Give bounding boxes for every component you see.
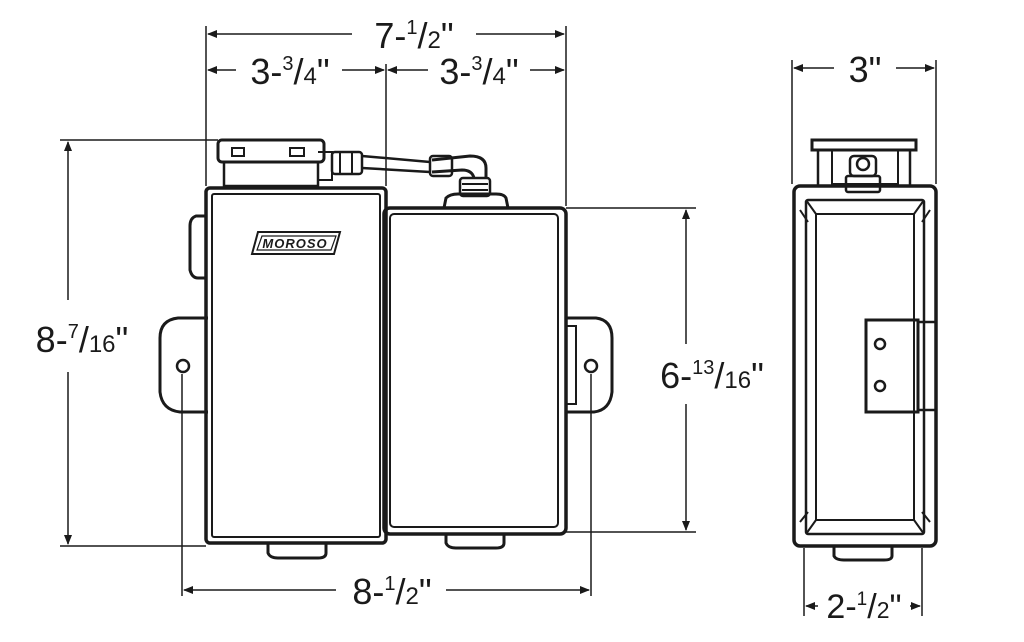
left-tank-body [204, 186, 388, 545]
brand-text: MOROSO [262, 236, 327, 251]
left-tank-inner [211, 193, 381, 538]
sensor-hose [361, 154, 431, 174]
dim-side-bracket: 2-1/2" [826, 588, 901, 626]
dim-overall-height: 8-7/16" [36, 319, 129, 360]
dim-mount-spacing: 8-1/2" [352, 571, 431, 612]
side-mount-bracket [864, 318, 920, 414]
right-mount-tab [566, 316, 614, 414]
front-view: MOROSO [158, 138, 614, 560]
dimension-lines [60, 26, 937, 616]
side-view [792, 138, 938, 562]
top-filler-fitting [442, 192, 510, 209]
right-bottom-fitting [444, 534, 506, 550]
left-mount-hole [175, 358, 191, 374]
left-mount-tab [158, 316, 208, 414]
moroso-logo: MOROSO [250, 231, 342, 255]
dim-right-section: 3-3/4" [439, 51, 518, 92]
dimension-labels: 7-1/2" 3-3/4" 3-3/4" 8-7/16" 6-13/16" 8-… [36, 15, 902, 626]
left-side-boss [188, 214, 206, 280]
right-tank-body [382, 206, 568, 536]
left-bottom-fitting [266, 543, 328, 560]
right-tank-inner [389, 213, 559, 528]
elbow-connector [431, 154, 488, 179]
right-mount-hole [583, 358, 599, 374]
dim-overall-width: 7-1/2" [374, 15, 453, 56]
sensor-cap [216, 138, 333, 188]
dim-tank-height: 6-13/16" [660, 355, 764, 396]
dim-side-depth: 3" [849, 49, 882, 90]
dim-left-section: 3-3/4" [250, 51, 329, 92]
